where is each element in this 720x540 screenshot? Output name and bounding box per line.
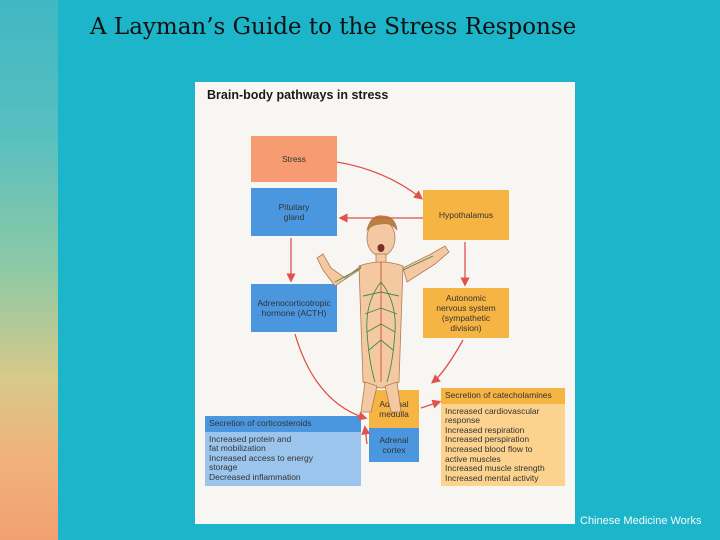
hypothalamus-box: Hypothalamus [423,190,509,240]
catecholamines-effects: Increased cardiovascular response Increa… [441,403,565,487]
catecholamine-effect: Increased blood flow to [445,443,533,454]
corticosteroid-effect: Increased access to energy [209,452,313,463]
catecholamine-effect: Increased cardiovascular [445,405,540,416]
corticosteroid-effect: Increased protein and [209,433,292,444]
pituitary-gland-box: Pituitary gland [251,188,337,236]
adrenal-cortex-line-2: cortex [382,445,406,455]
catecholamine-effect: response [445,415,480,426]
corticosteroid-effect: fat mobilization [209,443,266,454]
catecholamine-effect: Increased muscle strength [445,463,545,474]
figure-title: Brain-body pathways in stress [207,88,389,102]
autonomic-nervous-system-box: Autonomic nervous system (sympathetic di… [423,288,509,338]
adrenal-cortex-line-1: Adrenal [379,435,409,445]
ans-label-line-1: Autonomic [445,293,487,303]
catecholamine-effect: active muscles [445,453,501,464]
catecholamines-panel: Secretion of catecholamines Increased ca… [441,388,565,487]
catecholamines-header: Secretion of catecholamines [441,388,565,404]
nerve-network [334,255,434,383]
slide-title: A Layman’s Guide to the Stress Response [90,14,577,40]
corticosteroids-effects: Increased protein and fat mobilization I… [205,431,361,486]
corticosteroids-panel: Secretion of corticosteroids Increased p… [205,416,361,486]
human-figure-illustration [316,215,450,413]
adrenal-cortex-box: Adrenal cortex [369,428,419,462]
arrow-stress-to-hypothalamus [336,161,424,200]
ans-label-line-4: division) [450,323,482,333]
acth-label-line-1: Adrenocorticotropic [257,298,331,308]
arrow-ans-to-medulla [431,339,464,384]
corticosteroids-header: Secretion of corticosteroids [205,416,361,432]
arrow-cortex-to-corticosteroids [361,425,371,445]
pituitary-label-line-1: Pituitary [278,202,310,212]
stress-box: Stress [251,136,337,182]
ans-label-line-2: nervous system [436,303,496,313]
stress-pathways-figure: Brain-body pathways in stress Stress Pit… [195,82,575,524]
arrow-medulla-to-catecholamines [420,399,442,409]
catecholamine-effect: Increased perspiration [445,434,530,445]
corticosteroid-effect: Decreased inflammation [209,471,301,482]
corticosteroid-effect: storage [209,462,238,473]
adrenal-medulla-line-2: medulla [379,409,409,419]
stress-label: Stress [281,154,307,164]
arrow-acth-to-cortex [294,333,368,421]
footer-credit: Chinese Medicine Works [580,515,702,527]
ans-label-line-3: (sympathetic [441,313,491,323]
hypothalamus-label: Hypothalamus [438,210,494,220]
acth-label-line-2: hormone (ACTH) [261,308,327,318]
pituitary-label-line-2: gland [283,212,305,222]
catecholamine-effect: Increased respiration [445,424,525,435]
catecholamine-effect: Increased mental activity [445,472,539,483]
flow-arrows [286,161,470,445]
acth-box: Adrenocorticotropic hormone (ACTH) [251,284,337,332]
figure-illustration [286,161,470,445]
decorative-gradient-strip [0,0,58,540]
